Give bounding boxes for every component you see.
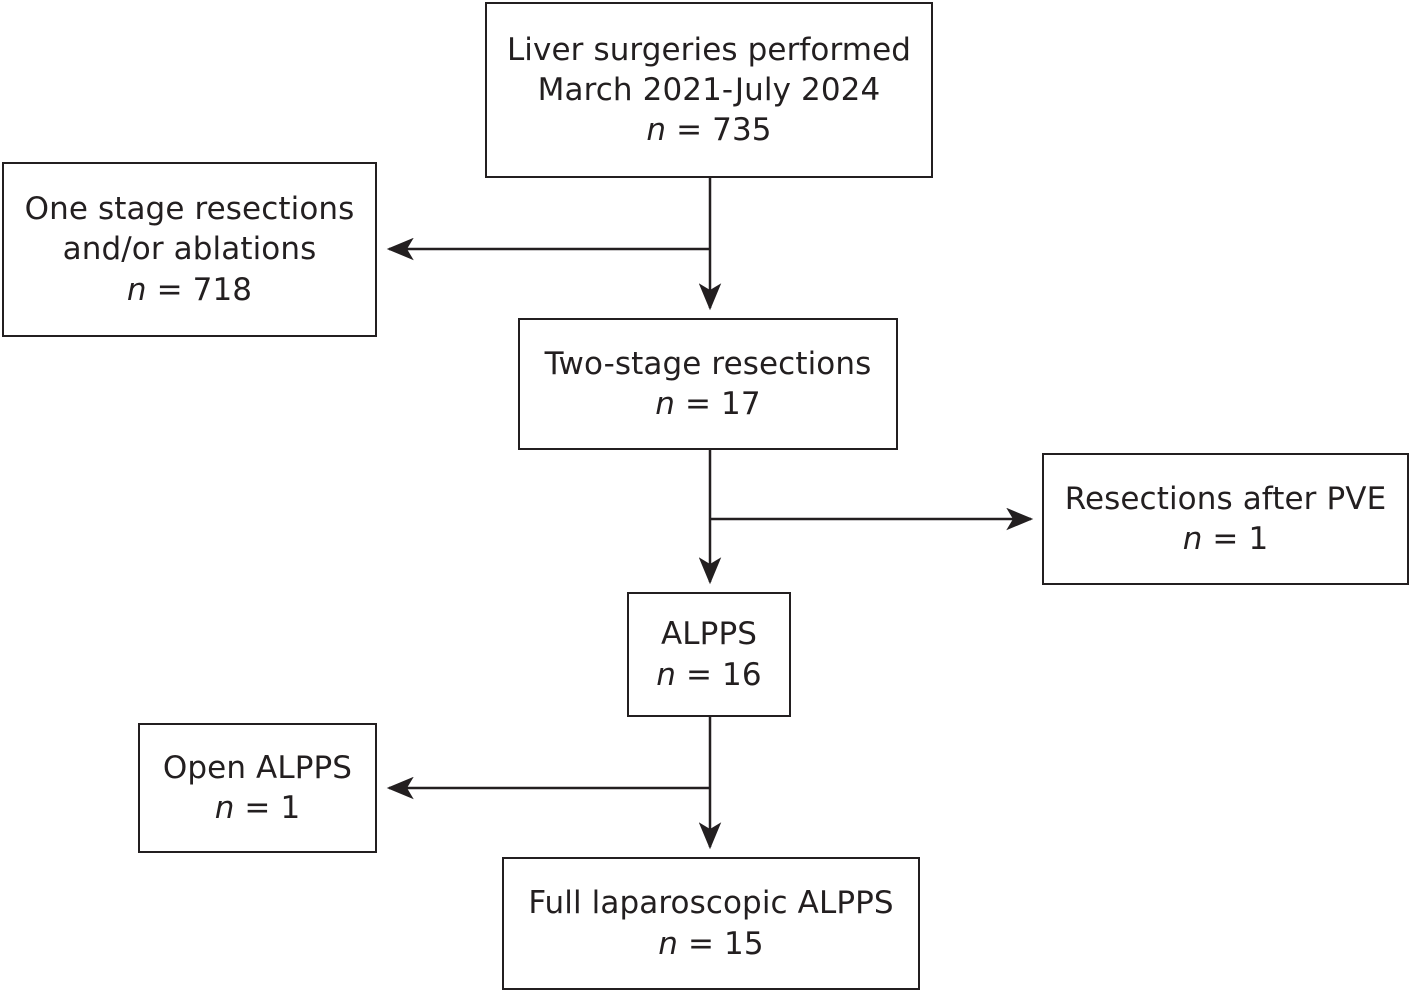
n-equals: =: [1202, 521, 1249, 557]
resections-after-pve-box: Resections after PVE n = 1: [1042, 453, 1409, 585]
n-value: 17: [721, 386, 761, 422]
open-alpps-count: n = 1: [215, 788, 301, 828]
alpps-count: n = 16: [656, 655, 761, 695]
two-stage-count: n = 17: [655, 384, 760, 424]
two-stage-resections-box: Two-stage resections n = 17: [518, 318, 898, 450]
n-value: 718: [192, 271, 253, 308]
one-stage-count: n = 718: [127, 270, 252, 310]
n-symbol: n: [1182, 521, 1203, 557]
liver-surgeries-line-1: Liver surgeries performed: [506, 31, 912, 68]
n-value: 1: [1248, 521, 1269, 557]
n-equals: =: [146, 271, 193, 308]
pve-count: n = 1: [1183, 519, 1269, 559]
lap-alpps-count: n = 15: [658, 924, 763, 964]
alpps-box: ALPPS n = 16: [627, 592, 791, 717]
n-equals: =: [234, 790, 281, 826]
n-symbol: n: [126, 271, 147, 308]
n-equals: =: [676, 656, 723, 693]
n-symbol: n: [655, 386, 676, 422]
open-alpps-box: Open ALPPS n = 1: [138, 723, 377, 853]
one-stage-line-2: and/or ablations: [62, 231, 317, 268]
pve-line-1: Resections after PVE: [1064, 480, 1387, 517]
liver-surgeries-count: n = 735: [646, 110, 771, 150]
n-value: 735: [712, 112, 772, 149]
n-value: 1: [280, 790, 301, 826]
n-symbol: n: [646, 112, 667, 149]
full-laparoscopic-alpps-box: Full laparoscopic ALPPS n = 15: [502, 857, 920, 990]
n-value: 15: [724, 925, 764, 962]
liver-surgeries-box: Liver surgeries performed March 2021-Jul…: [485, 2, 933, 178]
open-alpps-line-1: Open ALPPS: [162, 749, 353, 786]
one-stage-resections-box: One stage resections and/or ablations n …: [2, 162, 377, 337]
n-symbol: n: [658, 925, 679, 962]
n-equals: =: [666, 112, 713, 149]
n-symbol: n: [214, 790, 235, 826]
lap-alpps-line-1: Full laparoscopic ALPPS: [528, 885, 894, 922]
n-equals: =: [678, 925, 725, 962]
n-equals: =: [675, 386, 722, 422]
n-symbol: n: [656, 656, 677, 693]
liver-surgeries-line-2: March 2021-July 2024: [537, 71, 881, 108]
n-value: 16: [722, 656, 762, 693]
one-stage-line-1: One stage resections: [24, 191, 355, 228]
alpps-line-1: ALPPS: [660, 616, 758, 653]
two-stage-line-1: Two-stage resections: [544, 345, 872, 382]
